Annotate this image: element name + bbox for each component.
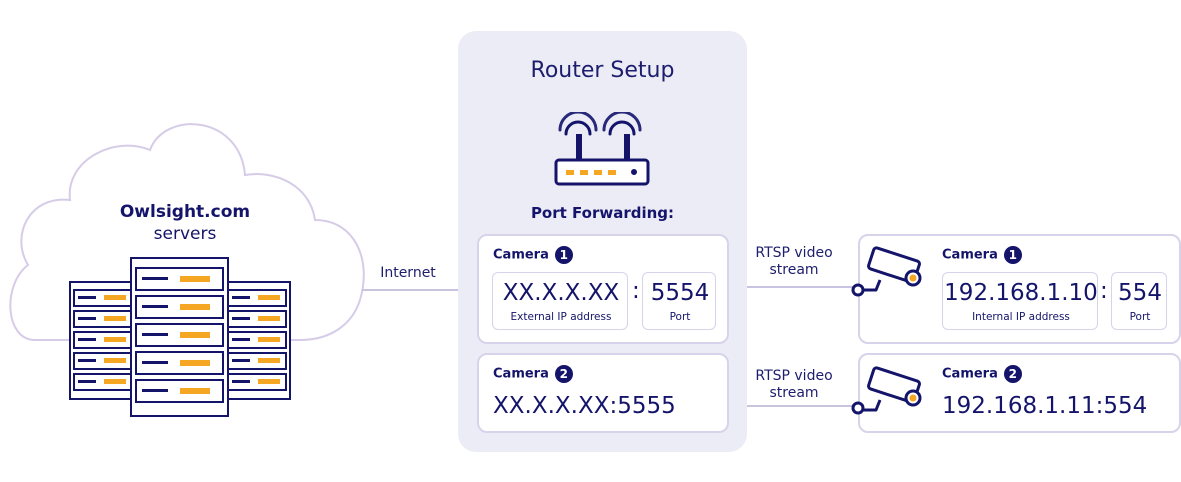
camera-number-badge: 2 xyxy=(554,365,573,383)
router-camera1-header: Camera 1 xyxy=(493,246,573,264)
security-camera-icon xyxy=(851,246,922,297)
camera-number-badge: 1 xyxy=(1003,246,1022,264)
internal-port-value: 554 xyxy=(1118,280,1162,306)
camera1-card: Camera 1 192.168.1.10 Internal IP address… xyxy=(858,234,1181,344)
camera2-header: Camera 2 xyxy=(942,365,1022,383)
internal-port-box: 554 Port xyxy=(1111,272,1167,330)
cloud-title: Owlsight.com xyxy=(119,202,251,222)
external-port-box: 5554 Port xyxy=(642,272,716,330)
router-camera2-address: XX.X.X.XX:5555 xyxy=(493,393,676,419)
camera-number-badge: 1 xyxy=(554,246,573,264)
external-port-value: 5554 xyxy=(650,280,710,306)
internal-ip-value: 192.168.1.10 xyxy=(944,280,1098,306)
camera-label: Camera xyxy=(493,366,549,382)
server-rack-icon xyxy=(69,257,291,417)
security-camera-icon xyxy=(851,366,922,415)
camera-label: Camera xyxy=(942,247,998,263)
rtsp-label-line1: RTSP video xyxy=(755,245,833,261)
router-icon xyxy=(554,112,650,186)
camera1-header: Camera 1 xyxy=(942,246,1022,264)
external-ip-value: XX.X.X.XX xyxy=(502,280,620,306)
ip-port-separator: : xyxy=(632,278,640,304)
camera-number-badge: 2 xyxy=(1003,365,1022,383)
camera-label: Camera xyxy=(942,366,998,382)
external-ip-box: XX.X.X.XX External IP address xyxy=(492,272,628,330)
internet-label: Internet xyxy=(380,265,436,281)
rtsp-label-line2: stream xyxy=(769,385,819,401)
camera-label: Camera xyxy=(493,247,549,263)
cloud-subtitle: servers xyxy=(153,224,217,244)
rtsp-label-line2: stream xyxy=(769,262,819,278)
external-port-caption: Port xyxy=(669,311,691,323)
router-title: Router Setup xyxy=(530,58,675,83)
external-ip-caption: External IP address xyxy=(510,311,612,323)
port-forwarding-label: Port Forwarding: xyxy=(530,204,675,222)
rtsp-label-line1: RTSP video xyxy=(755,368,833,384)
camera2-address: 192.168.1.11:554 xyxy=(942,393,1148,419)
router-camera2-card: Camera 2 XX.X.X.XX:5555 xyxy=(477,353,729,433)
internal-ip-caption: Internal IP address xyxy=(972,311,1070,323)
rtsp-stream-label-2: RTSP video stream xyxy=(745,368,843,402)
router-camera2-header: Camera 2 xyxy=(493,365,573,383)
internal-port-caption: Port xyxy=(1129,311,1151,323)
rtsp-stream-label-1: RTSP video stream xyxy=(745,245,843,279)
internal-ip-box: 192.168.1.10 Internal IP address xyxy=(942,272,1098,330)
ip-port-separator: : xyxy=(1100,278,1108,304)
